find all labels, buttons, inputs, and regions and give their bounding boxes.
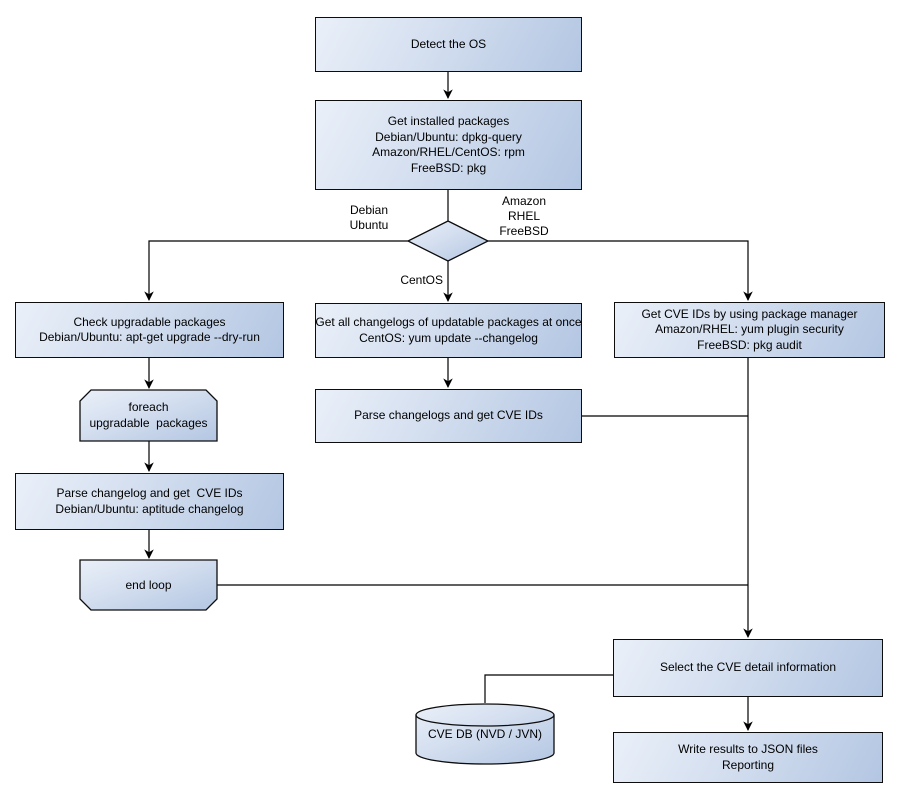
edge-decision-to-get-cve-ids (488, 240, 753, 301)
edge-label-amazon-rhel-freebsd: Amazon RHEL FreeBSD (499, 194, 549, 238)
cve-db-cylinder (415, 703, 555, 765)
node-detect-os-label: Detect the OS (410, 36, 487, 51)
node-parse-changelogs-centos: Parse changelogs and get CVE IDs (315, 389, 582, 443)
node-parse-changelog-debian: Parse changelog and get CVE IDs Debian/U… (15, 473, 284, 530)
node-get-cve-ids-package-manager: Get CVE IDs by using package manager Ama… (614, 302, 885, 358)
node-get-installed-line4: FreeBSD: pkg (410, 160, 487, 175)
shape-foreach-loop (79, 389, 218, 442)
edge-label-debian-ubuntu: Debian Ubuntu (349, 203, 389, 232)
node-get-installed-line2: Debian/Ubuntu: dpkg-query (375, 129, 522, 144)
node-get-all-changelogs-line1: Get all changelogs of updatable packages… (315, 315, 582, 329)
node-foreach-line2: upgradable packages (89, 415, 208, 430)
cve-db-cylinder-rim (415, 714, 555, 727)
node-get-installed-packages: Get installed packages Debian/Ubuntu: dp… (315, 100, 582, 190)
node-select-cve-detail-label: Select the CVE detail information (659, 660, 837, 675)
node-cve-db: CVE DB (NVD / JVN) (415, 727, 555, 743)
decision-os-diamond (406, 220, 490, 262)
node-get-all-changelogs-line2: CentOS: yum update --changelog (359, 330, 538, 345)
node-check-upgradable-line1: Check upgradable packages (73, 314, 226, 329)
edge-cvedb-to-select (484, 674, 613, 703)
node-parse-changelog-line2: Debian/Ubuntu: aptitude changelog (55, 501, 244, 516)
node-write-results: Write results to JSON files Reporting (613, 732, 883, 783)
node-get-installed-line3: Amazon/RHEL/CentOS: rpm (372, 145, 525, 159)
node-cve-db-label: CVE DB (NVD / JVN) (427, 727, 542, 741)
node-parse-changelogs-centos-label: Parse changelogs and get CVE IDs (354, 408, 543, 423)
node-get-installed-line1: Get installed packages (387, 114, 510, 128)
node-foreach-line1: foreach (128, 400, 169, 414)
node-detect-os: Detect the OS (315, 17, 582, 72)
node-foreach-loop: foreach upgradable packages (80, 400, 217, 431)
node-select-cve-detail: Select the CVE detail information (613, 639, 883, 697)
node-write-results-line1: Write results to JSON files (678, 742, 818, 756)
node-get-all-changelogs: Get all changelogs of updatable packages… (315, 303, 582, 358)
node-check-upgradable-line2: Debian/Ubuntu: apt-get upgrade --dry-run (39, 330, 260, 344)
node-get-cve-ids-line2: Amazon/RHEL: yum plugin security (655, 322, 844, 337)
edge-decision-to-check-upgradable (144, 240, 408, 301)
node-end-loop-label: end loop (125, 578, 172, 592)
node-end-loop: end loop (80, 578, 217, 594)
node-check-upgradable-packages: Check upgradable packages Debian/Ubuntu:… (15, 302, 284, 358)
node-get-cve-ids-line1: Get CVE IDs by using package manager (641, 306, 858, 321)
edge-label-centos: CentOS (400, 273, 443, 287)
node-write-results-line2: Reporting (721, 757, 775, 772)
node-get-cve-ids-line3: FreeBSD: pkg audit (697, 337, 802, 352)
shape-end-loop (79, 559, 218, 611)
node-parse-changelog-line1: Parse changelog and get CVE IDs (56, 486, 243, 500)
